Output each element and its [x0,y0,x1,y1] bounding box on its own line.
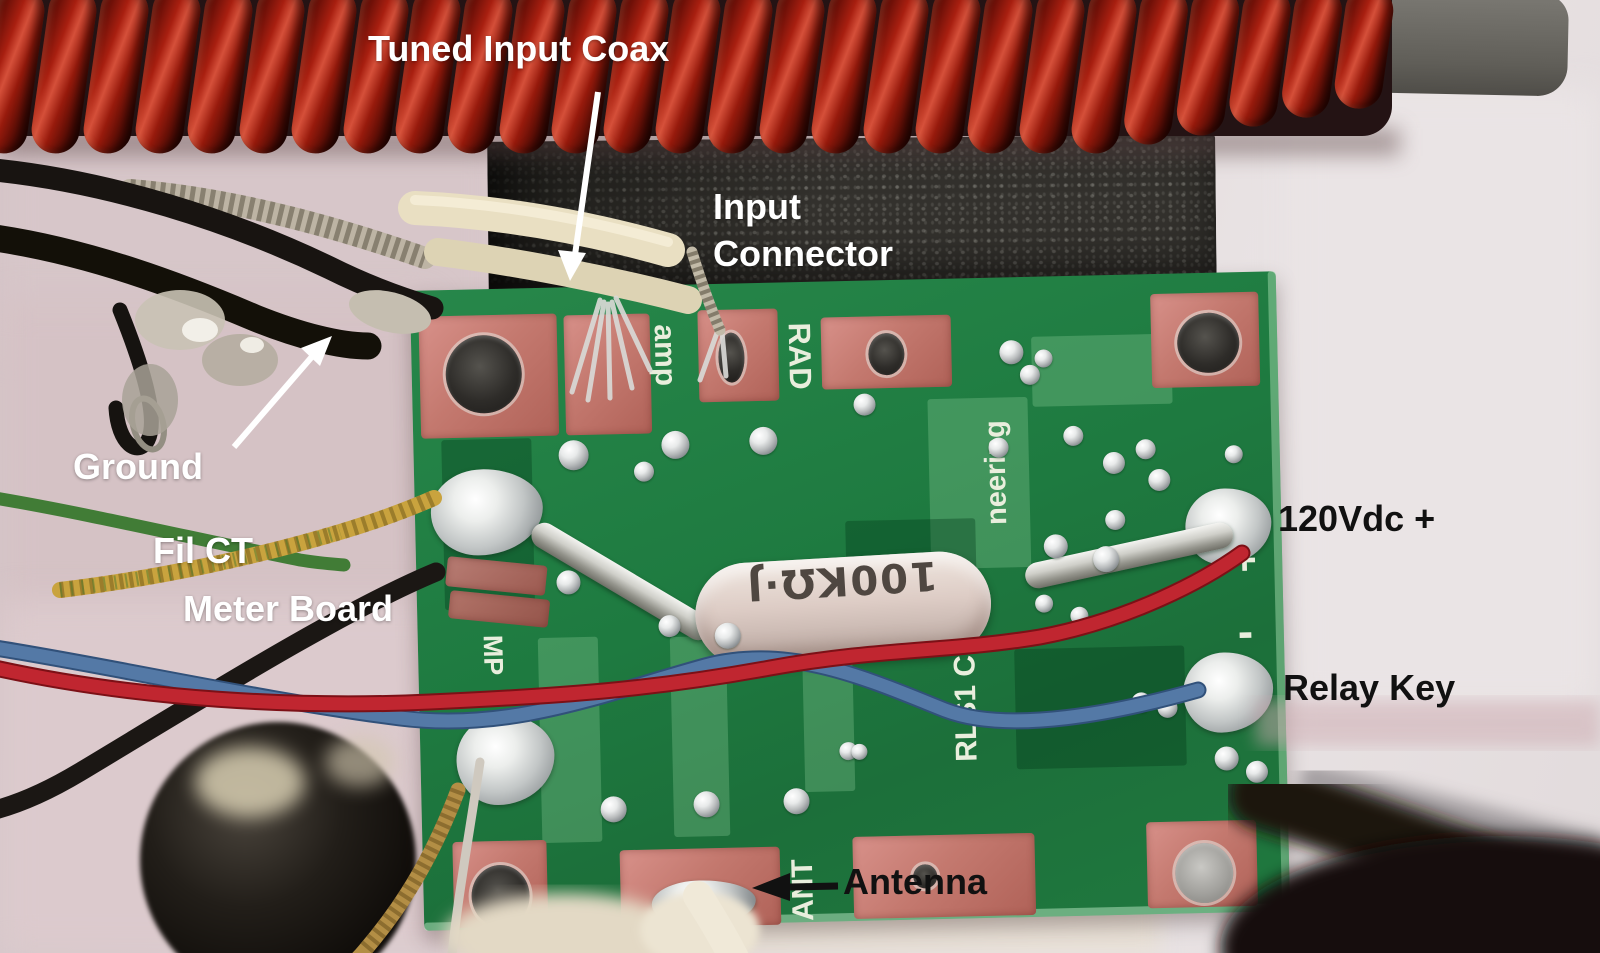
ground-arrowhead [301,336,332,366]
knob-highlight [195,747,305,817]
glue-blob [445,893,685,953]
label-fil-ct: Fil CT [153,530,253,571]
tuned-input-coax-arrow [571,91,601,263]
filament-ct-braid-wire [52,490,442,598]
coax-cable-1 [398,191,685,267]
knob-highlight [325,737,395,787]
bottom-coax-stub [683,881,749,953]
black-knob [140,722,416,953]
gold-braid-texture [359,787,466,953]
filament-ct-braid-green-flecks [59,525,343,597]
solder-mess [122,364,178,436]
frayed-shield-strands [569,295,729,403]
label-input-connector: Input Connector [713,183,893,277]
black-cable-mass [1220,836,1600,953]
meter-board-black-wire [0,562,446,819]
label-input-connector-line1: Input [713,186,801,227]
chassis-background-right [1290,90,1600,710]
label-tuned-input-coax: Tuned Input Coax [368,28,670,69]
gold-braid-wire [352,782,466,953]
coax-cable-2 [424,238,702,314]
label-relay-key: Relay Key [1283,667,1456,708]
tuned-input-coax-arrowhead [558,250,586,281]
twisted-pigtail-texture [686,250,726,333]
coax-cable-1-highlight [410,195,673,247]
shield-wrap [348,290,432,334]
label-input-connector-line2: Connector [713,233,893,274]
ground-arrow [231,350,319,449]
label-meter-board: Meter Board [183,588,394,629]
red-coil [0,0,1400,168]
label-antenna: Antenna [843,861,987,902]
black-wire-loop [108,302,159,456]
antenna-arrowhead [752,873,790,901]
label-ground: Ground [73,446,203,487]
blue-wire [0,642,1205,728]
green-wire [0,492,351,572]
chassis-edge-band [1256,700,1600,746]
solder-glint [182,318,218,342]
braided-shield-texture [129,179,429,269]
label-120vdc: 120Vdc + [1278,498,1436,539]
solder-glint [240,337,264,353]
antenna-arrow [789,882,839,891]
red-wire [0,546,1249,711]
